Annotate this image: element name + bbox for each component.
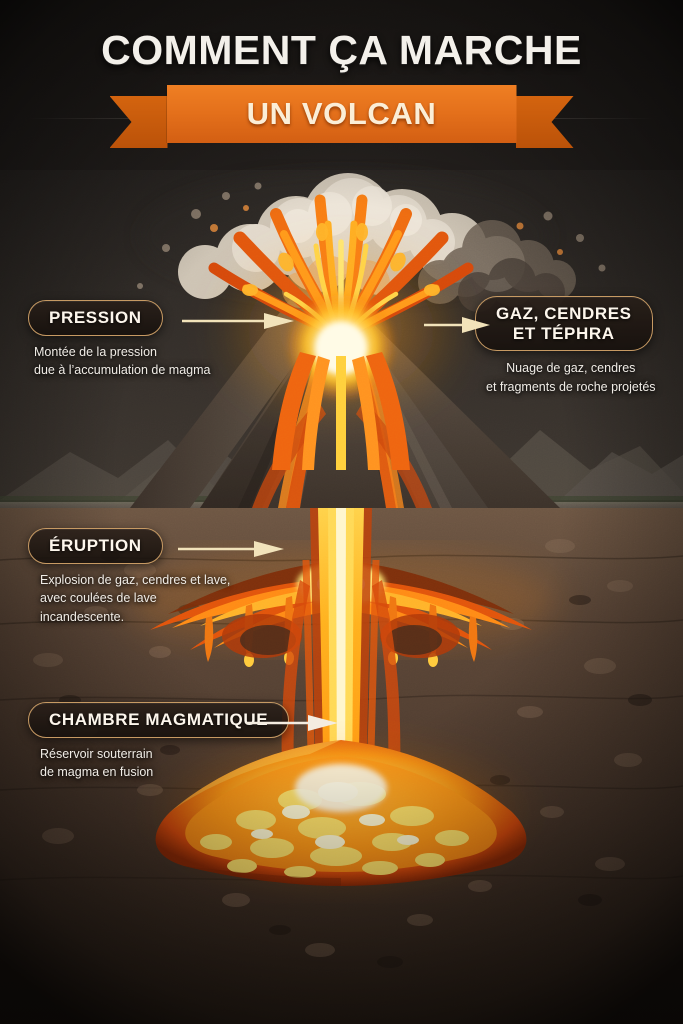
callout-gaz: GAZ, CENDRES ET TÉPHRA Nuage de gaz, cen…	[424, 296, 656, 397]
callout-description-chambre: Réservoir souterrain de magma en fusion	[40, 746, 154, 780]
callout-description-eruption: Explosion de gaz, cendres et lave, avec …	[40, 572, 231, 625]
callout-label-gaz: GAZ, CENDRES ET TÉPHRA	[495, 304, 632, 343]
callout-label-pression: PRESSION	[49, 308, 142, 327]
callout-pill-pression[interactable]: PRESSION	[28, 300, 163, 336]
poster-header: COMMENT ÇA MARCHE UN VOLCAN	[0, 30, 683, 151]
callout-description-pression: Montée de la pression due à l’accumulati…	[34, 344, 211, 378]
ribbon-body: UN VOLCAN	[166, 85, 517, 143]
callout-chambre: CHAMBRE MAGMATIQUE Réservoir souterrain …	[28, 702, 338, 782]
arrow-eruption	[178, 541, 284, 557]
callout-pill-eruption[interactable]: ÉRUPTION	[28, 528, 163, 564]
callout-label-eruption: ÉRUPTION	[49, 536, 142, 555]
arrow-chambre	[246, 715, 338, 731]
callout-description-gaz: Nuage de gaz, cendres et fragments de ro…	[486, 361, 656, 395]
ribbon-label: UN VOLCAN	[246, 96, 437, 131]
callout-pill-gaz[interactable]: GAZ, CENDRES ET TÉPHRA	[474, 296, 653, 352]
page-title: COMMENT ÇA MARCHE	[101, 27, 582, 73]
ribbon-tail-left	[109, 96, 168, 148]
arrow-pression	[182, 313, 294, 329]
callout-pression: PRESSION Montée de la pression due à l’a…	[28, 300, 294, 380]
ribbon-tail-right	[515, 96, 574, 148]
callout-label-chambre: CHAMBRE MAGMATIQUE	[49, 710, 269, 729]
callout-pill-chambre[interactable]: CHAMBRE MAGMATIQUE	[28, 702, 290, 738]
callout-eruption: ÉRUPTION Explosion de gaz, cendres et la…	[28, 528, 284, 627]
ribbon-banner: UN VOLCAN	[0, 85, 683, 151]
arrow-gaz	[424, 317, 490, 333]
